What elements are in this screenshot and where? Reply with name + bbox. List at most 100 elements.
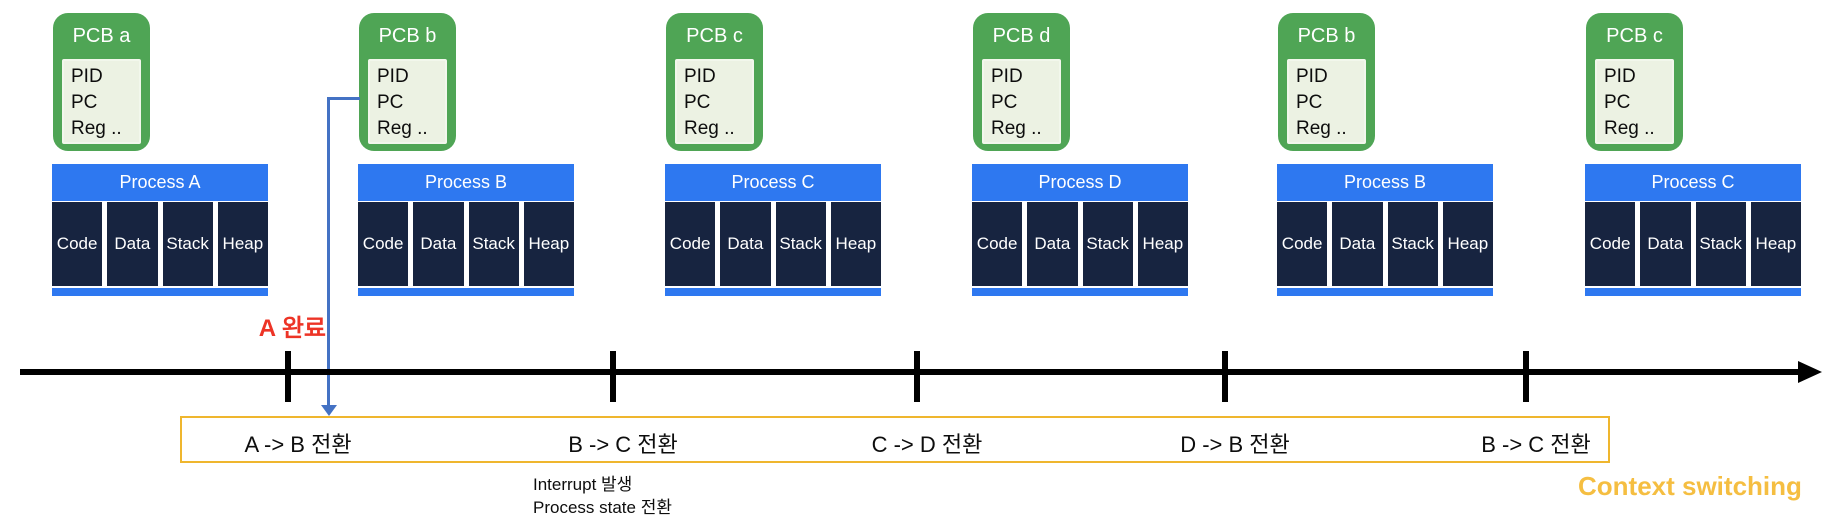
- process-segments: Code Data Stack Heap: [972, 202, 1188, 286]
- segment-data: Data: [413, 202, 464, 286]
- segment-heap: Heap: [1750, 202, 1801, 286]
- pcb-card-title: PCB a: [72, 24, 131, 47]
- pcb-field-pc: PC: [684, 92, 711, 113]
- pcb-field-reg: Reg ..: [684, 118, 735, 139]
- process-title-bar: Process C: [665, 164, 881, 201]
- transition-label: C -> D 전환: [871, 432, 983, 457]
- pcb-b-connector-vertical: [327, 97, 330, 407]
- process-title-bar: Process B: [358, 164, 574, 201]
- process-title-bar: Process C: [1585, 164, 1801, 201]
- pcb-field-pid: PID: [71, 66, 103, 87]
- segment-stack: Stack: [162, 202, 213, 286]
- process-title-bar: Process B: [1277, 164, 1493, 201]
- pcb-field-pid: PID: [684, 66, 716, 87]
- transition-label: A -> B 전환: [244, 432, 352, 457]
- context-switching-label: Context switching: [1578, 471, 1802, 501]
- pcb-field-pc: PC: [1604, 92, 1631, 113]
- segment-code: Code: [1585, 202, 1636, 286]
- process-memory-block: Process C Code Data Stack Heap: [1585, 164, 1801, 296]
- segment-data: Data: [1027, 202, 1078, 286]
- interrupt-note: Interrupt 발생 Process state 전환: [533, 473, 672, 519]
- segment-code: Code: [1277, 202, 1328, 286]
- transition-box: [180, 416, 1610, 463]
- a-complete-label: A 완료: [258, 315, 326, 342]
- transition-label: B -> C 전환: [568, 432, 678, 457]
- timeline-arrowhead-icon: [1798, 361, 1822, 383]
- process-underline: [665, 288, 881, 296]
- pcb-field-reg: Reg ..: [1604, 118, 1655, 139]
- pcb-card-body: PID PC Reg ..: [675, 59, 754, 144]
- segment-data: Data: [107, 202, 158, 286]
- pcb-card-body: PID PC Reg ..: [62, 59, 141, 144]
- timeline-axis: [20, 369, 1802, 375]
- pcb-field-reg: Reg ..: [991, 118, 1042, 139]
- pcb-b-connector-arrowhead-icon: [321, 405, 337, 416]
- pcb-b-connector-horizontal: [327, 97, 360, 100]
- pcb-card-body: PID PC Reg ..: [1287, 59, 1366, 144]
- pcb-field-pc: PC: [1296, 92, 1323, 113]
- pcb-field-pc: PC: [991, 92, 1018, 113]
- process-segments: Code Data Stack Heap: [665, 202, 881, 286]
- segment-heap: Heap: [217, 202, 268, 286]
- process-title-bar: Process D: [972, 164, 1188, 201]
- pcb-field-pc: PC: [71, 92, 98, 113]
- pcb-field-reg: Reg ..: [71, 118, 122, 139]
- segment-data: Data: [1332, 202, 1383, 286]
- segment-stack: Stack: [775, 202, 826, 286]
- interrupt-note-line2: Process state 전환: [533, 498, 672, 517]
- transition-label: B -> C 전환: [1481, 432, 1591, 457]
- pcb-field-pid: PID: [377, 66, 409, 87]
- segment-code: Code: [665, 202, 716, 286]
- segment-heap: Heap: [523, 202, 574, 286]
- process-memory-block: Process D Code Data Stack Heap: [972, 164, 1188, 296]
- pcb-card: PCB d PID PC Reg ..: [973, 13, 1070, 151]
- segment-stack: Stack: [468, 202, 519, 286]
- pcb-card-title: PCB b: [378, 24, 437, 47]
- timeline-tick: [914, 351, 920, 402]
- pcb-card-title: PCB c: [1606, 24, 1663, 47]
- process-group: PCB b PID PC Reg .. Process B Code Data …: [358, 0, 574, 300]
- segment-code: Code: [972, 202, 1023, 286]
- timeline-tick: [610, 351, 616, 402]
- process-segments: Code Data Stack Heap: [52, 202, 268, 286]
- segment-stack: Stack: [1082, 202, 1133, 286]
- transition-label: D -> B 전환: [1180, 432, 1290, 457]
- timeline-tick: [1222, 351, 1228, 402]
- process-group: PCB d PID PC Reg .. Process D Code Data …: [972, 0, 1188, 300]
- process-memory-block: Process C Code Data Stack Heap: [665, 164, 881, 296]
- pcb-card-body: PID PC Reg ..: [368, 59, 447, 144]
- pcb-card: PCB b PID PC Reg ..: [359, 13, 456, 151]
- pcb-card-body: PID PC Reg ..: [1595, 59, 1674, 144]
- pcb-card-body: PID PC Reg ..: [982, 59, 1061, 144]
- process-group: PCB c PID PC Reg .. Process C Code Data …: [665, 0, 881, 300]
- segment-stack: Stack: [1695, 202, 1746, 286]
- pcb-field-reg: Reg ..: [377, 118, 428, 139]
- process-memory-block: Process B Code Data Stack Heap: [358, 164, 574, 296]
- process-group: PCB b PID PC Reg .. Process B Code Data …: [1277, 0, 1493, 300]
- segment-heap: Heap: [1137, 202, 1188, 286]
- pcb-field-pid: PID: [1296, 66, 1328, 87]
- pcb-card: PCB c PID PC Reg ..: [1586, 13, 1683, 151]
- pcb-field-reg: Reg ..: [1296, 118, 1347, 139]
- pcb-card-title: PCB c: [686, 24, 743, 47]
- segment-data: Data: [720, 202, 771, 286]
- segment-data: Data: [1640, 202, 1691, 286]
- pcb-card-title: PCB d: [992, 24, 1051, 47]
- process-underline: [972, 288, 1188, 296]
- process-group: PCB c PID PC Reg .. Process C Code Data …: [1585, 0, 1801, 300]
- pcb-card-title: PCB b: [1297, 24, 1356, 47]
- pcb-field-pc: PC: [377, 92, 404, 113]
- process-segments: Code Data Stack Heap: [1585, 202, 1801, 286]
- pcb-field-pid: PID: [991, 66, 1023, 87]
- process-memory-block: Process A Code Data Stack Heap: [52, 164, 268, 296]
- process-segments: Code Data Stack Heap: [358, 202, 574, 286]
- process-underline: [52, 288, 268, 296]
- segment-stack: Stack: [1387, 202, 1438, 286]
- interrupt-note-line1: Interrupt 발생: [533, 475, 633, 494]
- process-underline: [1277, 288, 1493, 296]
- segment-code: Code: [52, 202, 103, 286]
- pcb-field-pid: PID: [1604, 66, 1636, 87]
- pcb-card: PCB b PID PC Reg ..: [1278, 13, 1375, 151]
- process-group: PCB a PID PC Reg .. Process A Code Data …: [52, 0, 268, 300]
- segment-heap: Heap: [1442, 202, 1493, 286]
